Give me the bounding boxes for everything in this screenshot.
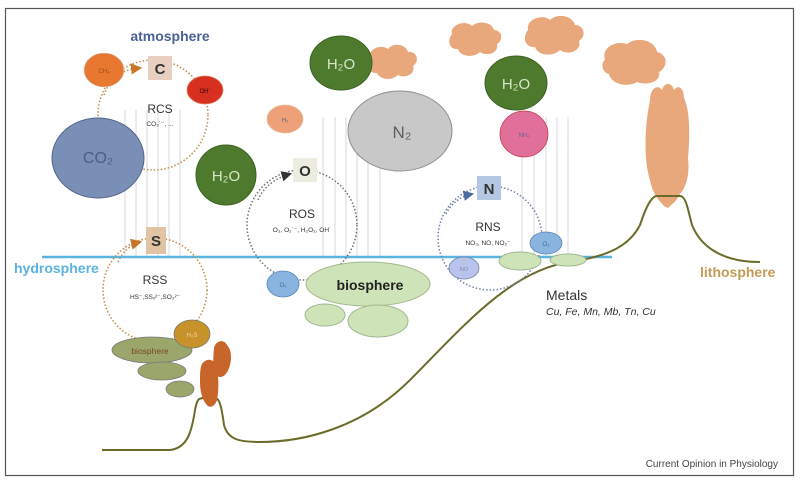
metals-list: Cu, Fe, Mn, Mb, Tn, Cu [546,306,656,318]
h2-molecule [266,104,304,134]
biosphere-cell [137,361,187,381]
ros-species: O₃, O₂˙⁻, H₂O₂, OH˙ [273,226,331,234]
figure-credit: Current Opinion in Physiology [646,459,778,470]
h2s-label: H₂S [187,333,198,339]
rcs-cycle-arrow [103,63,143,96]
rns-species: NO₃, NO, NO₂⁻ [465,240,511,247]
ros-cycle-arrow [257,171,293,201]
ros-label: ROS [289,207,315,221]
biosphere-cell [498,251,542,271]
cloud [524,15,584,55]
h2-label: H₂ [282,118,289,124]
h2o-molecule-left [195,144,257,206]
cloud [602,39,666,85]
nh3-molecule [499,110,549,158]
biosphere-cell [347,304,409,338]
o3-rns-label: O₃ [542,242,550,248]
oh-radical [186,75,224,105]
o3-molecule-ros [266,270,300,298]
lithosphere-label: lithosphere [700,264,776,280]
rcs-label: RCS [147,102,172,116]
oxygen-element-label: O [299,163,311,180]
rcs-cycle-ring [97,59,209,171]
atmosphere-label: atmosphere [130,28,210,44]
biosphere-cell [549,253,587,267]
no-label: NO [460,267,469,273]
ros-cycle-ring [246,169,358,281]
cloud [367,44,417,79]
ch4-molecule [83,52,125,88]
nitrogen-element-box [477,176,501,200]
metals-title: Metals [546,287,587,303]
o3-molecule-rns [529,231,563,255]
cloud [449,22,502,56]
biosphere-cell [304,303,346,327]
nh3-label: NH₃ [518,133,530,139]
rss-cycle-arrow [117,238,143,263]
o3-ros-label: O₃ [279,283,287,289]
sulfur-element-box [146,227,166,254]
co2-label: CO₂ [83,150,113,167]
h2o-molecule-top [309,35,373,91]
ch4-label: CH₄ [98,69,110,75]
h2o-left-label: H₂O [212,168,240,185]
rcs-species: CO₃˙⁻, ... [146,120,173,128]
oxygen-element-box [293,158,317,182]
h2s-molecule [173,319,211,349]
biosphere-cell [165,380,195,398]
oh-label: OH˙ [200,89,211,95]
h2o-top-label: H₂O [327,56,355,73]
rns-cycle-arrow [445,190,475,215]
carbon-element-box [148,56,172,80]
h2o-right-label: H₂O [502,76,530,93]
n2-molecule [347,90,453,172]
carbon-element-label: C [155,61,166,78]
nitrogen-element-label: N [484,181,495,198]
co2-molecule [51,117,145,199]
n2-label: N₂ [393,123,412,142]
hydrosphere-label: hydrosphere [14,260,99,276]
biosphere-deep-label: biosphere [131,346,169,356]
rns-label: RNS [475,220,500,234]
sulfur-element-label: S [151,233,161,250]
no-molecule [448,256,480,280]
figure-frame [4,7,795,477]
volcanic-plume [645,84,690,208]
h2o-molecule-right [484,55,548,111]
biosphere-main-label: biosphere [337,277,404,293]
rss-label: RSS [143,273,168,287]
hydrothermal-vent-plume [200,341,231,407]
rss-species: HS⁻,SSₓ²⁻,SO₃²⁻ [130,294,181,301]
